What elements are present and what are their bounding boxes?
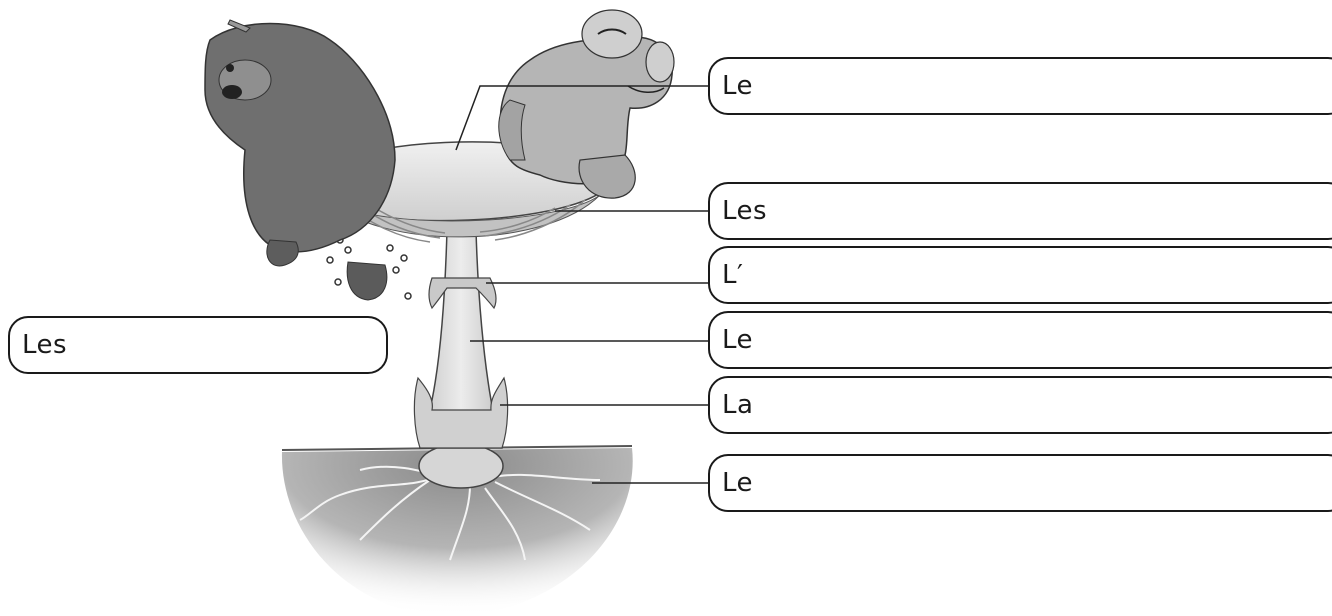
label-volva-text: La xyxy=(722,390,753,420)
beaver-illustration xyxy=(205,20,395,300)
label-gills[interactable]: Les xyxy=(708,182,1332,240)
label-cap-text: Le xyxy=(722,71,753,101)
label-mycelium-text: Le xyxy=(722,468,753,498)
label-stem[interactable]: Le xyxy=(708,311,1332,369)
label-volva[interactable]: La xyxy=(708,376,1332,434)
label-spores[interactable]: Les xyxy=(8,316,388,374)
frog-illustration xyxy=(499,10,674,198)
label-ring-text: L′ xyxy=(722,260,743,290)
label-mycelium[interactable]: Le xyxy=(708,454,1332,512)
label-cap[interactable]: Le xyxy=(708,57,1332,115)
volva-shape xyxy=(419,444,503,488)
label-gills-text: Les xyxy=(722,196,767,226)
label-ring[interactable]: L′ xyxy=(708,246,1332,304)
label-stem-text: Le xyxy=(722,325,753,355)
stem-shape xyxy=(414,230,507,448)
label-spores-text: Les xyxy=(22,330,67,360)
